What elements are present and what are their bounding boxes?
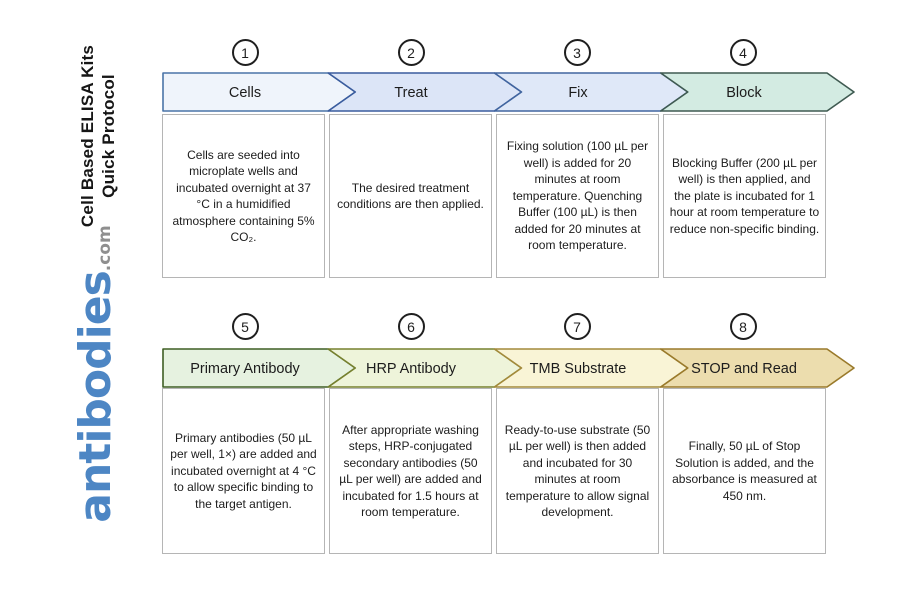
arrow-label-cells: Cells: [229, 85, 261, 101]
step-description-text-3: Fixing solution (100 µL per well) is add…: [506, 139, 649, 253]
chevron-arrow-block: [659, 72, 855, 112]
step-description-box-4: Blocking Buffer (200 µL per well) is the…: [663, 114, 826, 278]
step-number-badge-4: 4: [729, 39, 757, 66]
step-description-box-6: After appropriate washing steps, HRP-con…: [329, 388, 492, 554]
step-description-text-6: After appropriate washing steps, HRP-con…: [339, 422, 482, 520]
arrow-label-hrp-antibody: HRP Antibody: [366, 361, 457, 377]
step-description-row-2: Primary antibodies (50 µL per well, 1×) …: [162, 388, 826, 554]
step-description-box-2: The desired treatment conditions are the…: [329, 114, 492, 278]
step-description-text-4: Blocking Buffer (200 µL per well) is the…: [669, 155, 820, 236]
arrow-label-treat: Treat: [394, 85, 427, 101]
step-description-text-1: Cells are seeded into microplate wells a…: [172, 147, 315, 245]
step-number-badge-6: 6: [397, 313, 425, 340]
step-number-row-2: 5 6 7 8: [162, 313, 826, 340]
arrow-label-block: Block: [726, 85, 762, 101]
step-description-text-5: Primary antibodies (50 µL per well, 1×) …: [170, 430, 317, 511]
step-number-badge-3: 3: [563, 39, 591, 66]
process-arrow-band-1: Cells Treat Fix Block: [162, 72, 855, 112]
brand-logo: antibodies.com: [69, 214, 125, 534]
logo-wordmark: antibodies: [70, 271, 121, 523]
chevron-arrow-fix: [493, 72, 689, 112]
arrow-label-fix: Fix: [568, 85, 588, 101]
step-number-row-1: 1 2 3 4: [162, 39, 826, 66]
arrow-label-stop-and-read: STOP and Read: [691, 361, 797, 377]
step-description-row-1: Cells are seeded into microplate wells a…: [162, 114, 826, 278]
step-number-badge-2: 2: [397, 39, 425, 66]
process-arrow-band-2: Primary Antibody HRP Antibody TMB Substr…: [162, 348, 855, 388]
arrow-label-primary-antibody: Primary Antibody: [190, 361, 300, 377]
arrow-label-tmb-substrate: TMB Substrate: [530, 361, 627, 377]
step-description-text-8: Finally, 50 µL of Stop Solution is added…: [672, 439, 817, 503]
step-description-box-5: Primary antibodies (50 µL per well, 1×) …: [162, 388, 325, 554]
step-number-badge-5: 5: [231, 313, 259, 340]
step-description-box-1: Cells are seeded into microplate wells a…: [162, 114, 325, 278]
step-description-text-2: The desired treatment conditions are the…: [337, 180, 484, 212]
step-number-badge-8: 8: [729, 313, 757, 340]
step-number-badge-7: 7: [563, 313, 591, 340]
chevron-arrow-stop-and-read: [659, 348, 855, 388]
step-description-box-3: Fixing solution (100 µL per well) is add…: [496, 114, 659, 278]
step-description-text-7: Ready-to-use substrate (50 µL per well) …: [504, 422, 651, 520]
logo-domain-suffix: .com: [95, 225, 115, 272]
step-description-box-8: Finally, 50 µL of Stop Solution is added…: [663, 388, 826, 554]
step-description-box-7: Ready-to-use substrate (50 µL per well) …: [496, 388, 659, 554]
step-number-badge-1: 1: [231, 39, 259, 66]
